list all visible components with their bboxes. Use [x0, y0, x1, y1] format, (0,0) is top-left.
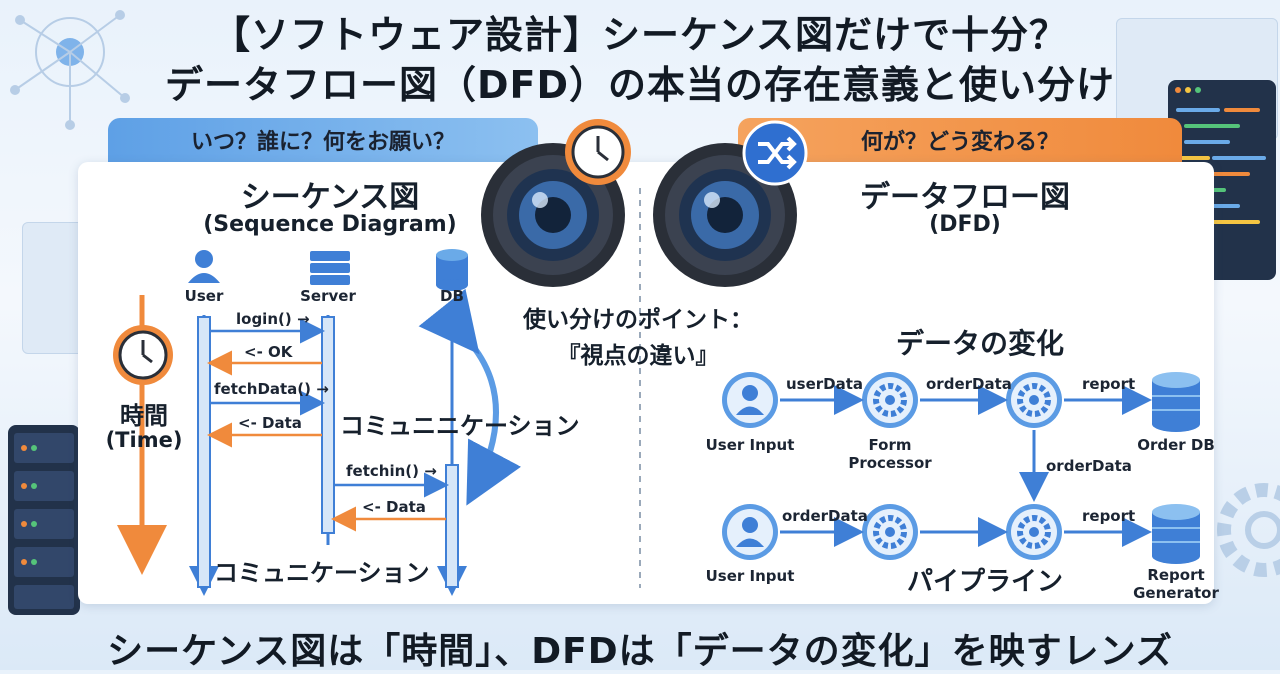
message-login: login() →	[236, 310, 310, 328]
message-data-1: <- Data	[238, 414, 302, 432]
title-line-1: 【ソフトウェア設計】シーケンス図だけで十分？	[211, 13, 1069, 57]
gear-icon	[862, 372, 918, 428]
actor-db: DB	[440, 287, 464, 305]
node-user-input-2: User Input	[705, 567, 795, 585]
server-icon	[310, 251, 350, 285]
left-tab: いつ？誰に？何をお願い？	[108, 118, 538, 162]
time-label: 時間	[120, 402, 168, 430]
actor-user: User	[184, 287, 224, 305]
dfd-title: データフロー図	[860, 180, 1070, 215]
right-tab: 何が？どう変わる？	[738, 118, 1182, 162]
message-fetchdata: fetchData() →	[214, 380, 329, 398]
flow-orderdata-down: orderData	[1046, 457, 1132, 475]
bottom-caption: シーケンス図は「時間」、DFDは「データの変化」を映すレンズ	[107, 631, 1173, 672]
flow-orderdata-2: orderData	[782, 507, 868, 525]
message-ok: <- OK	[244, 343, 293, 361]
flow-userdata: userData	[786, 375, 864, 393]
gear-icon	[1006, 504, 1062, 560]
node-report-generator: Report Generator	[1133, 566, 1219, 602]
time-sub-label: (Time)	[105, 428, 183, 452]
center-divider	[639, 188, 641, 588]
database-icon	[1152, 504, 1200, 564]
clock-icon	[113, 325, 173, 385]
point-value: 『視点の違い』	[557, 343, 719, 369]
clock-icon	[565, 119, 631, 185]
flow-report-2: report	[1082, 507, 1136, 525]
node-order-db: Order DB	[1137, 436, 1215, 454]
dfd-subtitle: (DFD)	[929, 212, 1001, 237]
point-label: 使い分けのポイント：	[523, 307, 753, 333]
sequence-subtitle: (Sequence Diagram)	[203, 212, 457, 237]
user-icon	[722, 504, 778, 560]
gear-icon	[862, 504, 918, 560]
camera-lens-icon	[481, 143, 625, 287]
sequence-diagram	[117, 249, 522, 596]
user-icon	[722, 372, 778, 428]
comm-label-mid: コミュニニケーション	[340, 412, 580, 440]
gear-decoration-icon	[1217, 483, 1280, 577]
node-form-processor: Form Processor	[848, 436, 932, 472]
left-tab-label: いつ？誰に？何をお願い？	[190, 130, 455, 155]
sequence-title: シーケンス図	[240, 180, 420, 215]
flow-report-1: report	[1082, 375, 1136, 393]
dfd-section-label: データの変化	[895, 327, 1064, 360]
shuffle-icon	[742, 120, 808, 186]
actor-server: Server	[300, 287, 356, 305]
database-icon	[1152, 372, 1200, 432]
database-icon	[436, 249, 468, 291]
network-decoration	[10, 10, 130, 130]
title-line-2: データフロー図（DFD）の本当の存在意義と使い分け	[164, 63, 1116, 107]
comm-label-bottom: コミュニケーション	[214, 559, 430, 587]
user-icon	[188, 250, 220, 283]
node-user-input-1: User Input	[705, 436, 795, 454]
message-data-2: <- Data	[362, 498, 426, 516]
gear-icon	[1006, 372, 1062, 428]
decorative-server-rack	[8, 425, 80, 615]
pipeline-label: パイプライン	[906, 567, 1063, 597]
dfd-diagram	[722, 372, 1200, 564]
message-fetchin: fetchin() →	[346, 462, 437, 480]
flow-orderdata-1: orderData	[926, 375, 1012, 393]
right-tab-label: 何が？どう変わる？	[860, 130, 1059, 155]
